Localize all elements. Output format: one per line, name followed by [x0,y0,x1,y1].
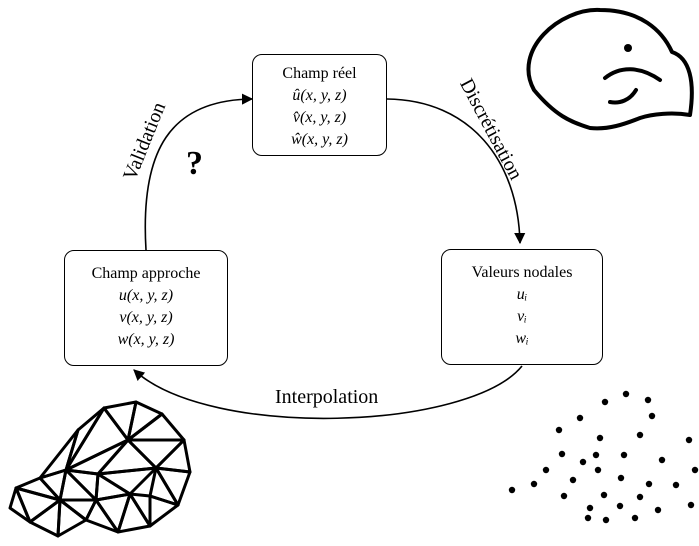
u-expression: u(x, y, z) [118,287,174,304]
v-expression: v(x, y, z) [119,309,173,326]
node-dot [687,501,695,509]
discretisation-arrow [386,98,526,245]
u-i-expression: uᵢ [516,286,528,303]
node-dot [579,458,587,466]
w-hat-expression: ŵ(x, y, z) [291,131,348,148]
box-valeurs-nodales-title: Valeurs nodales [471,264,573,281]
mesh-triangle [84,498,120,534]
node-dot [594,466,602,474]
w-expression: w(x, y, z) [117,331,175,348]
node-dot [576,414,584,422]
node-dot [596,434,604,442]
node-dot [617,474,625,482]
mesh-triangle [126,412,186,442]
node-dot [555,426,563,434]
node-dot [620,451,628,459]
node-dot [586,504,594,512]
node-dot [636,431,644,439]
node-dot [558,450,566,458]
box-valeurs-nodales: Valeurs nodales uᵢ vᵢ wᵢ [441,249,603,365]
validation-arrow [144,93,254,251]
node-dot [542,466,550,474]
node-dot [631,514,639,522]
interpolation-label: Interpolation [275,386,379,408]
node-dot [569,476,577,484]
box-champ-reel: Champ réel û(x, y, z) v̂(x, y, z) ŵ(x, y… [252,54,387,156]
node-dot [654,506,662,514]
node-dot [644,396,652,404]
mesh-triangle [28,498,62,538]
box-champ-approche: Champ approche u(x, y, z) v(x, y, z) w(x… [64,250,228,366]
mesh-triangle [126,438,186,470]
box-champ-reel-title: Champ réel [282,65,357,82]
node-dot [602,516,610,524]
box-champ-approche-title: Champ approche [91,265,201,282]
node-dot [592,451,600,459]
node-dot [636,493,644,501]
node-dot [560,492,568,500]
u-hat-expression: û(x, y, z) [292,87,347,104]
node-dot [530,480,538,488]
node-dot [691,466,699,474]
node-dot [648,412,656,420]
v-i-expression: vᵢ [517,308,527,325]
node-dot [601,398,609,406]
w-i-expression: wᵢ [515,330,529,347]
node-dot [616,502,624,510]
node-dot [600,491,608,499]
triangulated-mesh [8,400,192,538]
mesh-triangle [56,498,88,538]
node-dot [508,486,516,494]
mesh-triangle [64,438,130,476]
mesh-triangle [94,472,132,502]
node-dot [685,436,693,444]
node-dot [672,481,680,489]
interpolation-arrow [133,365,523,420]
mesh-triangle [38,428,80,480]
node-dot [645,480,653,488]
nodal-dot-cloud [508,390,699,524]
node-dot [658,456,666,464]
node-dot [584,514,592,522]
duck-head-sketch [526,7,694,131]
v-hat-expression: v̂(x, y, z) [292,109,347,126]
question-mark: ? [186,145,203,182]
node-dot [622,390,630,398]
